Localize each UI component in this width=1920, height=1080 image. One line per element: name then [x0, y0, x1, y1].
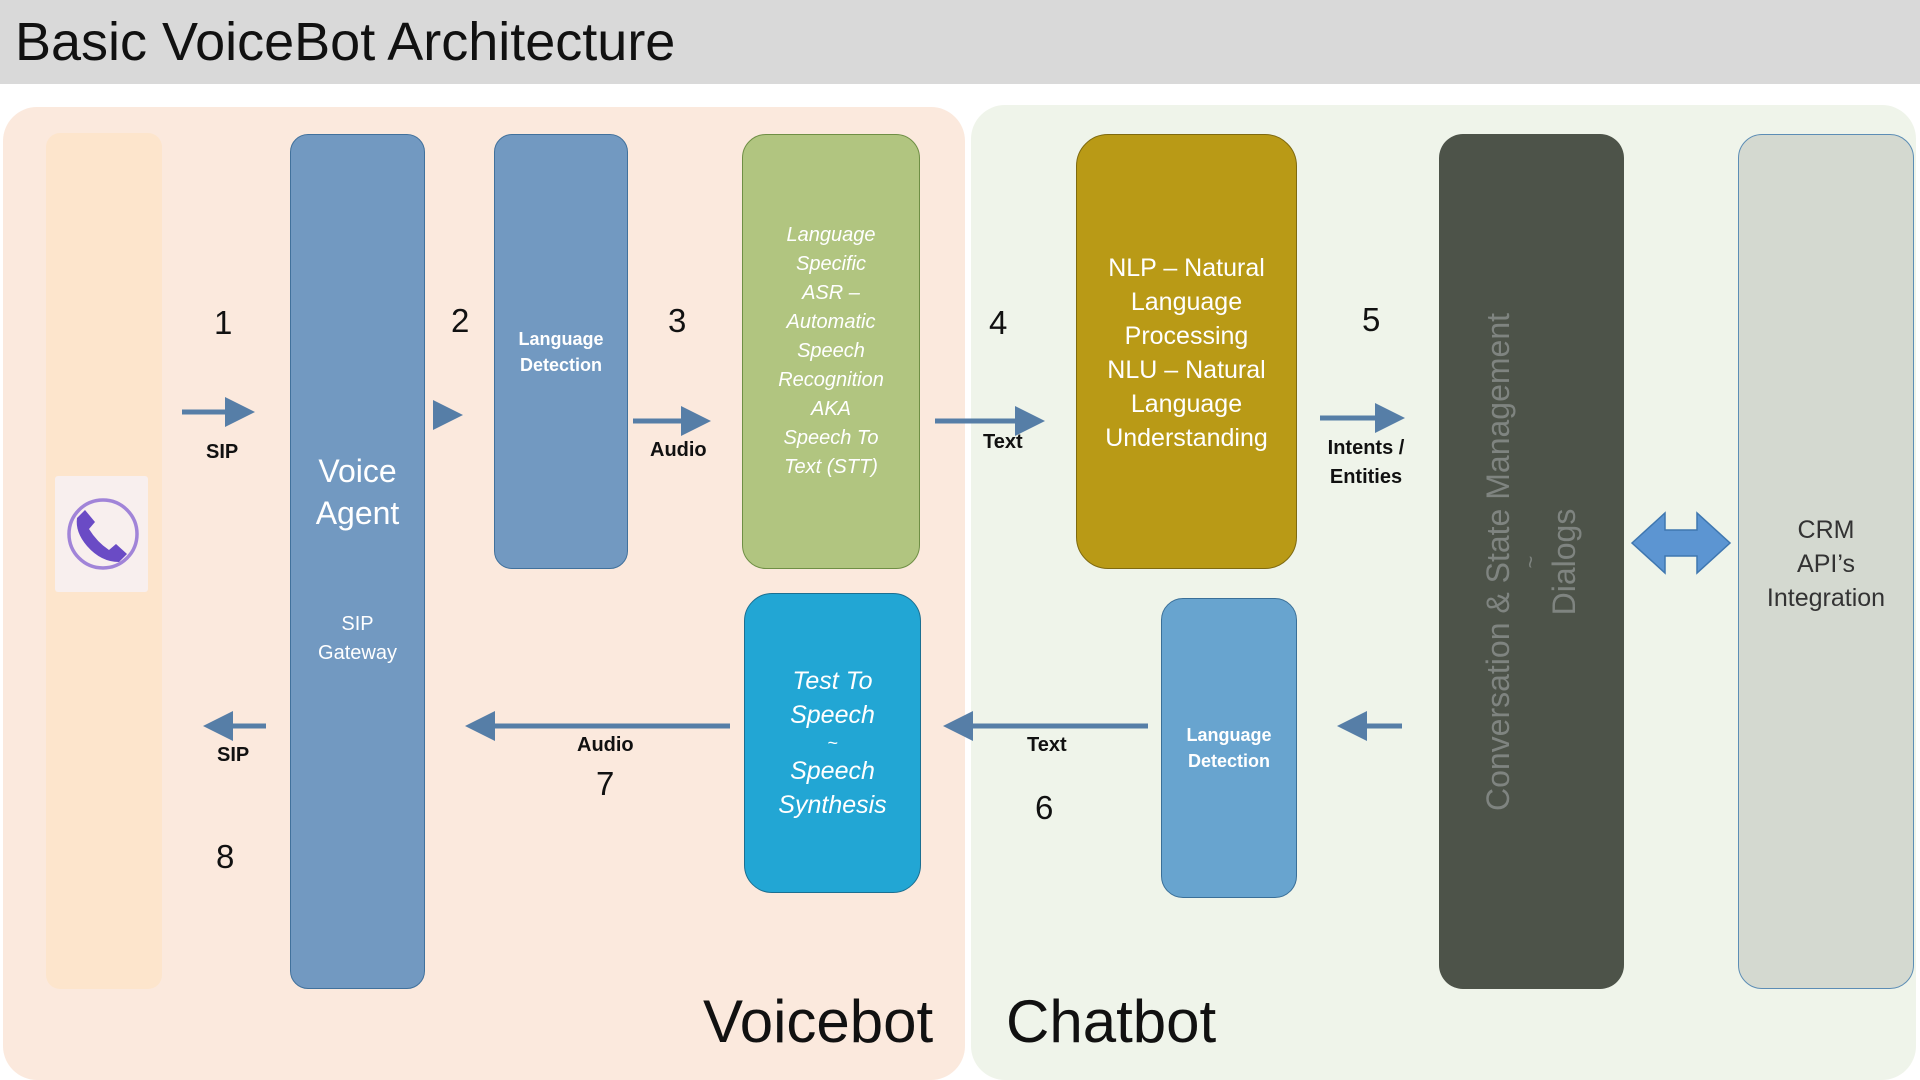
step-number-8: 8 [216, 838, 235, 875]
tts-line: Synthesis [778, 791, 887, 819]
label-text-out: Text [1027, 734, 1067, 756]
voice-agent-sub-line: Gateway [318, 642, 397, 664]
tts-line: Speech [790, 701, 875, 729]
nlp-line: Language [1130, 288, 1243, 316]
step-number-3: 3 [668, 302, 687, 339]
voice-agent-title-line: Voice [318, 453, 397, 489]
phone-tile [55, 476, 148, 592]
step-number-4: 4 [989, 304, 1008, 341]
tts-line: ~ [827, 733, 838, 753]
lang-detect-bottom-line: Detection [1187, 751, 1270, 771]
crm-box: CRM API’s Integration [1738, 134, 1914, 989]
tts-line: Test To [792, 667, 873, 695]
step-number-5: 5 [1362, 301, 1381, 338]
nlp-line: Understanding [1105, 424, 1268, 452]
bidirectional-arrow [1630, 511, 1732, 575]
lang-detect-top-line: Detection [519, 354, 602, 375]
label-audio-out: Audio [577, 734, 634, 756]
nlp-line: NLU – Natural [1107, 356, 1266, 384]
page-title: Basic VoiceBot Architecture [15, 12, 676, 72]
section-label-chatbot: Chatbot [1006, 988, 1217, 1055]
label-text-in: Text [983, 431, 1023, 453]
language-detection-top-box: Language Detection [494, 134, 628, 569]
asr-line: AKA [810, 398, 852, 420]
asr-line: Text (STT) [784, 456, 878, 478]
step-number-6: 6 [1035, 789, 1054, 826]
step-number-7: 7 [596, 765, 615, 802]
label-intents-entities: Intents / Entities [1318, 434, 1414, 492]
label-entities-line: Entities [1329, 466, 1403, 488]
asr-line: Speech [797, 340, 865, 362]
nlp-line: NLP – Natural [1108, 254, 1265, 282]
label-intents-line: Intents / [1327, 437, 1405, 459]
conversation-state-box: Conversation & State Management ~ Dialog… [1439, 134, 1624, 989]
label-audio-in: Audio [650, 439, 707, 461]
asr-line: ASR – [802, 282, 860, 304]
language-detection-bottom-box: Language Detection [1161, 598, 1297, 898]
phone-call-icon [67, 498, 139, 570]
step-number-1: 1 [214, 304, 233, 341]
asr-line: Speech To [783, 427, 879, 449]
nlp-box: NLP – Natural Language Processing NLU – … [1076, 134, 1297, 569]
section-label-voicebot: Voicebot [703, 988, 934, 1055]
title-bar [0, 0, 1920, 84]
asr-box: Language Specific ASR – Automatic Speech… [742, 134, 920, 569]
crm-line: Integration [1766, 584, 1886, 612]
step-number-2: 2 [451, 302, 470, 339]
crm-line: API’s [1797, 550, 1855, 578]
lang-detect-top-line: Language [518, 328, 604, 349]
tts-box: Test To Speech ~ Speech Synthesis [744, 593, 921, 893]
label-sip-out: SIP [217, 744, 250, 766]
asr-line: Specific [795, 253, 867, 275]
tts-line: Speech [790, 757, 875, 785]
nlp-line: Processing [1124, 322, 1249, 350]
crm-line: CRM [1797, 516, 1855, 544]
asr-line: Automatic [786, 311, 876, 333]
asr-line: Recognition [778, 369, 884, 391]
asr-line: Language [786, 224, 876, 246]
voice-agent-title-line: Agent [315, 495, 400, 531]
voice-agent-box: Voice Agent SIP Gateway [290, 134, 425, 989]
lang-detect-bottom-line: Language [1186, 725, 1272, 745]
nlp-line: Language [1130, 390, 1243, 418]
voice-agent-sub-line: SIP [341, 613, 374, 635]
label-sip-in: SIP [206, 441, 239, 463]
